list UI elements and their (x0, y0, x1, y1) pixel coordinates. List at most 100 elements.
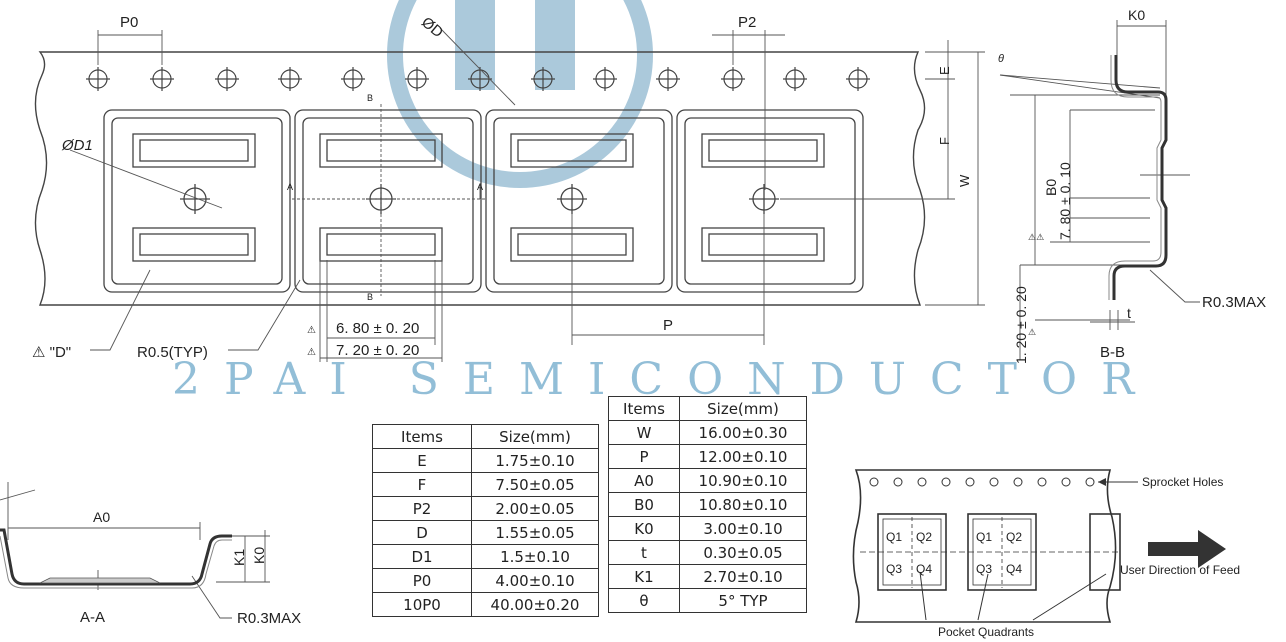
warning-icon: ⚠ (1028, 327, 1036, 337)
feed-direction-diagram: Q1 Q2 Q3 Q4 Q1 Q2 Q3 Q4 Sprocket Holes U… (852, 469, 1240, 639)
pocket-4 (676, 109, 864, 293)
label-p2: P2 (738, 14, 756, 31)
sprocket-hole (593, 67, 617, 91)
label-b-top: B (367, 93, 373, 103)
sprocket-hole (893, 477, 903, 487)
tape-top-view: P0 P2 ØD ØD1 E F W P B B A A ⚠ "D" R0.5(… (32, 0, 985, 362)
bb-profile (1112, 55, 1168, 300)
sprocket-hole (341, 67, 365, 91)
sprocket-hole (278, 67, 302, 91)
label-d-note: ⚠ "D" (32, 344, 71, 361)
label-r03-bb: R0.3MAX (1202, 294, 1266, 311)
sprocket-hole (721, 67, 745, 91)
feed-tape-outline (852, 469, 1117, 623)
pocket-2 (294, 109, 482, 293)
label-a-left: A (287, 182, 293, 192)
sprocket-hole (86, 67, 110, 91)
section-bb: K0 θ B0 7. 80 ± 0. 10 1. 20 ± 0. 20 t R0… (998, 7, 1266, 364)
label-p: P (663, 317, 673, 334)
quadrant-label-q1: Q1 (976, 530, 992, 544)
sprocket-hole (869, 477, 879, 487)
tape-outline (34, 51, 926, 306)
quadrant-label-q1: Q1 (886, 530, 902, 544)
label-dim-780: 7. 80 ± 0. 10 (1057, 162, 1073, 240)
quadrant-label-q4: Q4 (1006, 562, 1022, 576)
header-size: Size(mm) (679, 396, 807, 421)
sprocket-arrowhead (1098, 478, 1106, 486)
sprocket-hole (1013, 477, 1023, 487)
label-b0: B0 (1043, 179, 1059, 196)
label-dim-120: 1. 20 ± 0. 20 (1013, 286, 1029, 364)
sprocket-hole (1085, 477, 1095, 487)
label-k1: K1 (231, 549, 247, 566)
feed-direction-arrow (1148, 530, 1226, 568)
warning-icon: ⚠ (307, 347, 316, 358)
sprocket-hole (783, 67, 807, 91)
label-r03-aa: R0.3MAX (237, 610, 301, 627)
label-od: ØD (418, 14, 446, 42)
sprocket-hole (1037, 477, 1047, 487)
sprocket-hole (965, 477, 975, 487)
quadrant-label-q2: Q2 (1006, 530, 1022, 544)
feed-direction-label: User Direction of Feed (1120, 563, 1240, 577)
section-aa: A0 K1 K0 A-A R0.3MAX (0, 482, 301, 627)
sprocket-hole (531, 67, 555, 91)
pocket-3 (485, 109, 673, 293)
sprocket-hole (941, 477, 951, 487)
label-k0: K0 (1128, 7, 1145, 23)
quadrant-label-q4: Q4 (916, 562, 932, 576)
label-k0-aa: K0 (251, 547, 267, 564)
label-theta: θ (998, 53, 1004, 65)
label-w: W (957, 174, 972, 187)
sprocket-hole (1061, 477, 1071, 487)
sprocket-holes-label: Sprocket Holes (1142, 475, 1223, 489)
sprocket-hole (150, 67, 174, 91)
sprocket-hole (917, 477, 927, 487)
label-dim-720: 7. 20 ± 0. 20 (336, 342, 419, 359)
sprocket-hole (989, 477, 999, 487)
sprocket-holes (86, 67, 870, 91)
aa-profile (0, 528, 232, 586)
label-e: E (937, 66, 952, 75)
label-t: t (1127, 305, 1131, 321)
sprocket-hole (468, 67, 492, 91)
label-p0: P0 (120, 14, 138, 31)
label-aa-title: A-A (80, 609, 105, 626)
label-b-bottom: B (367, 292, 373, 302)
quadrant-label-q3: Q3 (886, 562, 902, 576)
label-a-right: A (477, 182, 483, 192)
sprocket-hole (215, 67, 239, 91)
quadrant-label-q2: Q2 (916, 530, 932, 544)
warning-icon: ⚠ (307, 325, 316, 336)
sprocket-hole (656, 67, 680, 91)
label-bb-title: B-B (1100, 344, 1125, 361)
pocket-1 (103, 109, 291, 293)
header-items: Items (372, 424, 472, 449)
label-a0: A0 (93, 509, 110, 525)
label-od1: ØD1 (61, 137, 93, 154)
watermark-logo (387, 0, 653, 188)
feed-sprocket-holes (869, 477, 1095, 487)
sprocket-hole (846, 67, 870, 91)
header-size: Size(mm) (471, 424, 599, 449)
header-items: Items (608, 396, 680, 421)
pockets (103, 109, 864, 293)
label-f: F (937, 137, 952, 145)
